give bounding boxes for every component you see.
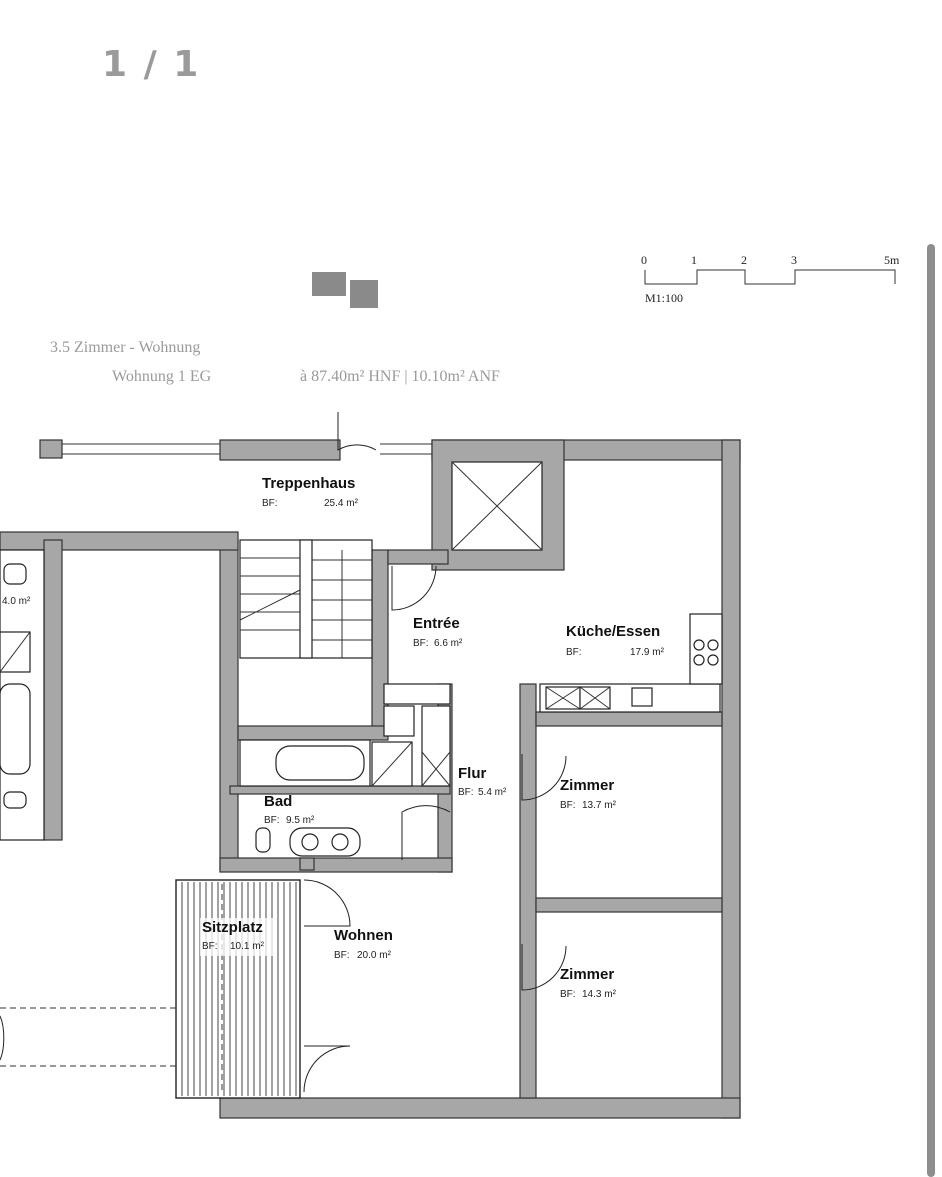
svg-text:17.9 m²: 17.9 m² bbox=[630, 647, 665, 658]
neighbor-fixtures bbox=[0, 549, 45, 841]
svg-text:20.0 m²: 20.0 m² bbox=[357, 950, 392, 961]
svg-text:BF:: BF: bbox=[560, 989, 576, 1000]
svg-text:BF:: BF: bbox=[560, 800, 576, 811]
svg-text:Wohnen: Wohnen bbox=[334, 927, 393, 944]
neighbor-area-fragment: 4.0 m² bbox=[2, 596, 31, 607]
scale-tick-3: 3 bbox=[791, 253, 797, 267]
svg-text:5.4 m²: 5.4 m² bbox=[478, 787, 507, 798]
room-flur: Flur BF: 5.4 m² bbox=[458, 765, 507, 798]
svg-text:Entrée: Entrée bbox=[413, 615, 460, 632]
svg-text:Bad: Bad bbox=[264, 793, 292, 810]
svg-text:6.6 m²: 6.6 m² bbox=[434, 638, 463, 649]
plan-heading-area: à 87.40m² HNF | 10.10m² ANF bbox=[300, 368, 500, 385]
doors bbox=[0, 412, 567, 1093]
room-wohnen: Wohnen BF: 20.0 m² bbox=[334, 927, 393, 961]
page-counter: 1 / 1 bbox=[102, 44, 201, 85]
svg-text:Treppenhaus: Treppenhaus bbox=[262, 475, 355, 492]
svg-text:Zimmer: Zimmer bbox=[560, 777, 614, 794]
room-kueche: Küche/Essen BF: 17.9 m² bbox=[566, 623, 665, 658]
svg-text:Zimmer: Zimmer bbox=[560, 966, 614, 983]
bath-fixtures bbox=[239, 683, 451, 857]
plan-heading-type: 3.5 Zimmer - Wohnung bbox=[50, 339, 200, 356]
svg-text:BF:: BF: bbox=[264, 815, 280, 826]
staircase bbox=[239, 539, 373, 659]
scale-tick-0: 0 bbox=[641, 253, 647, 267]
svg-text:10.1 m²: 10.1 m² bbox=[230, 941, 265, 952]
dashed-outline bbox=[0, 880, 223, 1090]
elevator-shaft bbox=[431, 439, 565, 571]
svg-text:9.5 m²: 9.5 m² bbox=[286, 815, 315, 826]
svg-text:Sitzplatz: Sitzplatz bbox=[202, 919, 263, 936]
scale-label: M1:100 bbox=[645, 291, 683, 305]
terrace-decking bbox=[175, 879, 301, 1099]
svg-text:BF:: BF: bbox=[458, 787, 474, 798]
logo-mark-icon bbox=[312, 272, 378, 308]
room-zimmer-2: Zimmer BF: 14.3 m² bbox=[560, 966, 617, 1000]
plan-heading-unit: Wohnung 1 EG bbox=[112, 368, 212, 385]
room-zimmer-1: Zimmer BF: 13.7 m² bbox=[560, 777, 617, 811]
svg-text:25.4 m²: 25.4 m² bbox=[324, 498, 359, 509]
scale-tick-1: 1 bbox=[691, 253, 697, 267]
room-bad: Bad BF: 9.5 m² bbox=[264, 793, 315, 826]
terrace-frame bbox=[175, 879, 301, 1099]
svg-text:Flur: Flur bbox=[458, 765, 486, 782]
windows-top bbox=[62, 443, 432, 455]
svg-text:BF:: BF: bbox=[262, 498, 278, 509]
interior-walls bbox=[219, 683, 723, 1099]
room-sitzplatz: Sitzplatz BF: 10.1 m² bbox=[200, 918, 276, 956]
svg-text:14.3 m²: 14.3 m² bbox=[582, 989, 617, 1000]
svg-text:BF:: BF: bbox=[202, 941, 218, 952]
scale-bar: 0 1 2 3 5m M1:100 bbox=[641, 253, 900, 305]
room-entree: Entrée BF: 6.6 m² bbox=[413, 615, 463, 649]
svg-text:13.7 m²: 13.7 m² bbox=[582, 800, 617, 811]
kitchen-counter bbox=[539, 613, 723, 713]
scale-tick-2: 2 bbox=[741, 253, 747, 267]
svg-text:BF:: BF: bbox=[566, 647, 582, 658]
scale-tick-5m: 5m bbox=[884, 253, 900, 267]
vertical-scrollbar[interactable] bbox=[927, 244, 935, 1177]
svg-text:BF:: BF: bbox=[334, 950, 350, 961]
svg-text:BF:: BF: bbox=[413, 638, 429, 649]
room-treppenhaus: Treppenhaus BF: 25.4 m² bbox=[262, 475, 359, 509]
svg-text:Küche/Essen: Küche/Essen bbox=[566, 623, 660, 640]
